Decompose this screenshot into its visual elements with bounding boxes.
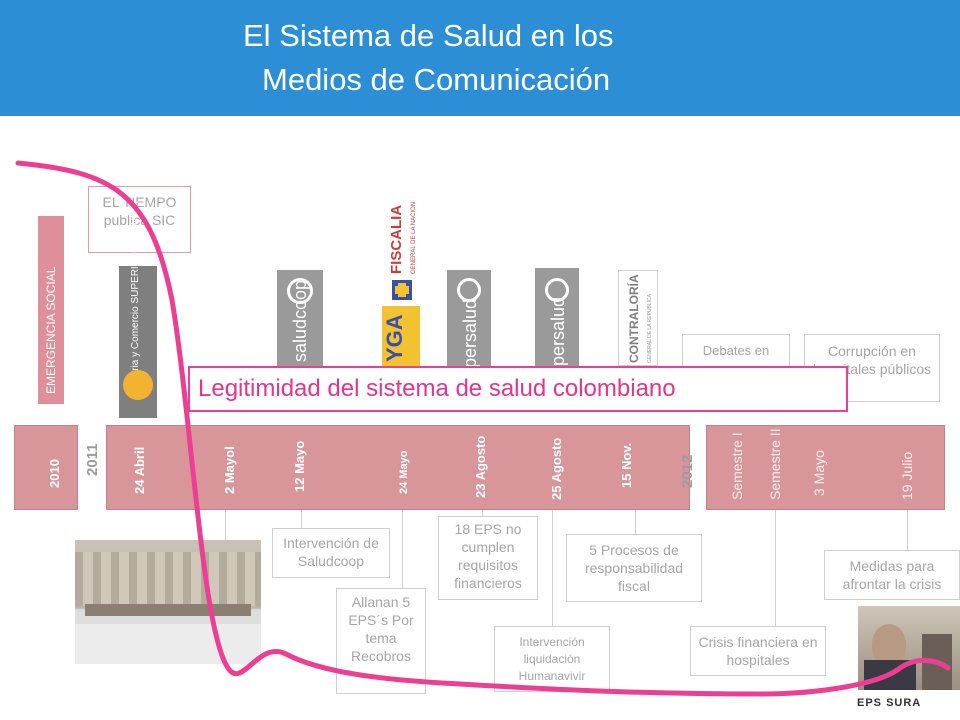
title-line-2: Medios de Comunicación [262, 62, 611, 97]
timeline-2011: 24 Abril 2 Mayol 12 Mayo 24 Mayo 23 Agos… [106, 425, 690, 510]
contraloria-logo: CONTRALORÍA GENERAL DE LA REPUBLICA [618, 270, 658, 366]
connector-line [301, 510, 302, 528]
supersalud-emblem-icon [457, 278, 481, 302]
connector-line [907, 510, 908, 550]
sic-logo: Industria y Comercio SUPERINTENDENCIA [119, 201, 157, 418]
eps-sura-label: EPS SURA [857, 697, 922, 709]
connector-line [482, 510, 483, 516]
supersalud-logo-1: Supersalud [447, 270, 491, 390]
el-tiempo-box: EL TIEMPO publica SIC [88, 186, 191, 253]
crisis-hospitales-box: Crisis financiera en hospitales [690, 626, 826, 676]
fiscalia-emblem-icon [392, 280, 412, 300]
saludcoop-emblem-icon [287, 278, 313, 304]
allanan-box: Allanan 5 EPS´s Por tema Recobros [336, 588, 426, 694]
fiscalia-logo: FISCALIA GENERAL DE LA NACION [388, 194, 417, 278]
title-banner: El Sistema de Salud en los Medios de Com… [0, 0, 960, 116]
connector-line [635, 510, 636, 534]
humanavivir-box: Intervención liquidación Humanavivir [494, 626, 610, 692]
saludcoop-logo: saludcoop [277, 270, 323, 366]
saludcoop-box: Intervención de Saludcoop [272, 528, 390, 578]
connector-line [402, 510, 403, 588]
title-line-1: El Sistema de Salud en los [243, 18, 614, 53]
timeline-2012: Semestre I Semestre II 3 Mayo 19 Julio [706, 425, 945, 510]
connector-line [552, 510, 553, 626]
press-conference-photo [75, 540, 261, 664]
procesos-fiscales-box: 5 Procesos de responsabilidad fiscal [566, 534, 702, 602]
timeline-2010: 2010 [14, 425, 78, 510]
medidas-crisis-box: Medidas para afrontar la crisis [824, 550, 960, 600]
sic-emblem-icon [123, 370, 153, 400]
debates-box: Debates en [682, 334, 790, 368]
supersalud-emblem-icon-2 [545, 278, 569, 302]
emergencia-social-label: EMERGENCIA SOCIAL [38, 216, 64, 404]
legitimidad-callout: Legitimidad del sistema de salud colombi… [188, 366, 848, 412]
supersalud-logo-2: Supersalud [535, 268, 579, 388]
eps-requisitos-box: 18 EPS no cumplen requisitos financieros [438, 516, 538, 600]
yga-logo: YGA [382, 306, 420, 368]
connector-line [775, 510, 776, 626]
